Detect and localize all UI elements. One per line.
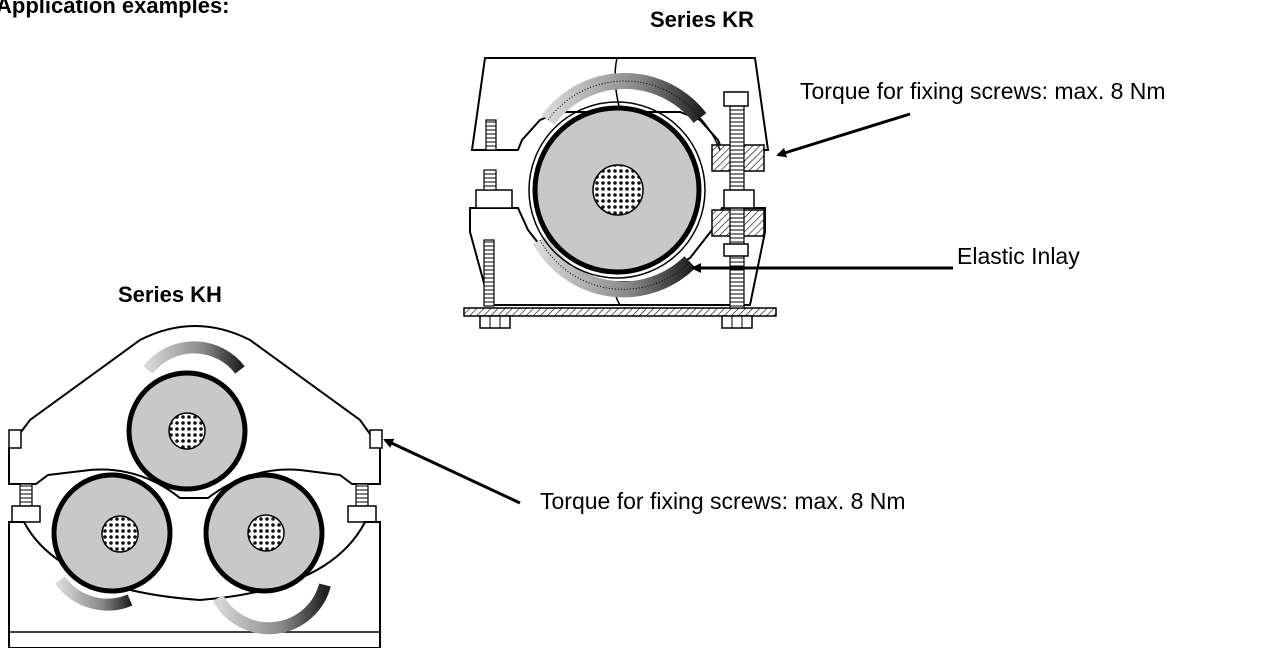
kr-inlay-label: Elastic Inlay <box>957 243 1080 269</box>
kr-clamp <box>463 57 777 329</box>
section-heading: Application examples: <box>0 0 230 18</box>
series-kh-title: Series KH <box>118 282 222 307</box>
kr-torque-label: Torque for fixing screws: max. 8 Nm <box>800 78 1166 104</box>
kh-torque-arrow <box>383 438 521 505</box>
kh-torque-label: Torque for fixing screws: max. 8 Nm <box>540 488 906 514</box>
kr-torque-arrow <box>776 112 911 158</box>
series-kr-title: Series KR <box>650 7 754 32</box>
kh-clamp <box>8 325 383 648</box>
